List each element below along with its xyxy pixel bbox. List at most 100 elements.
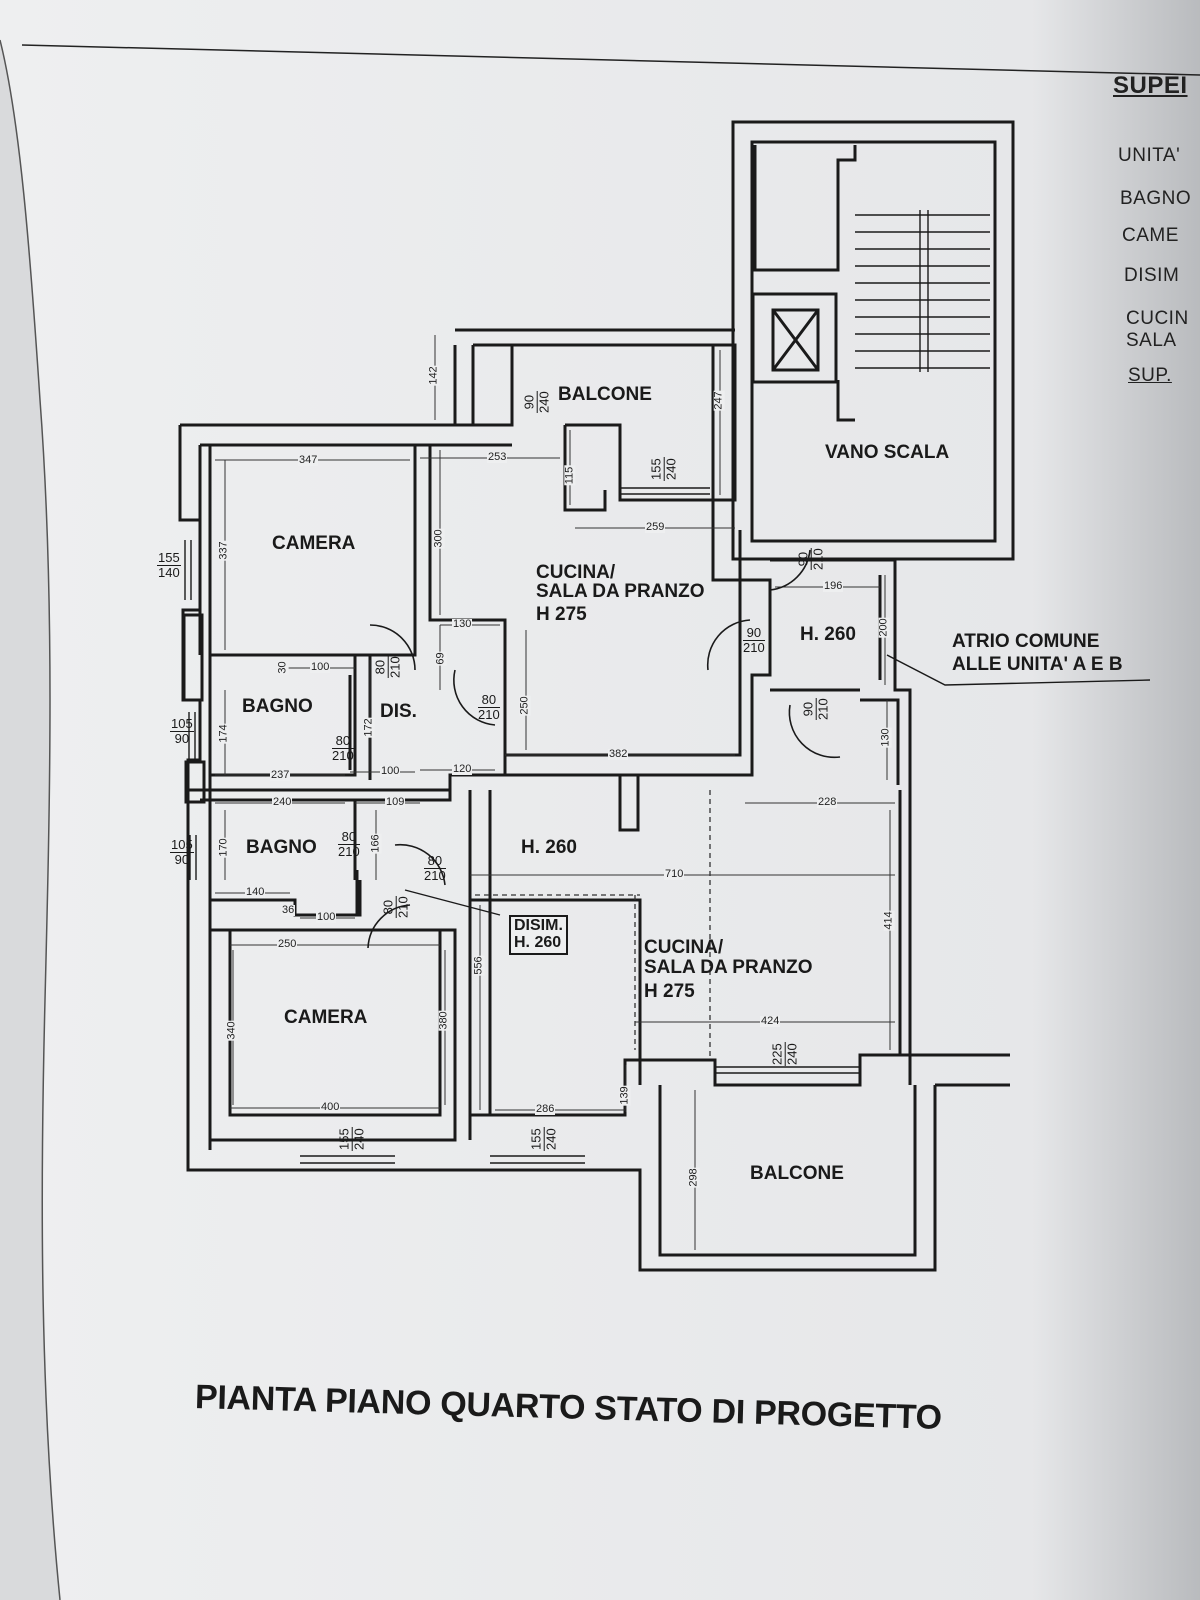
- opening-height: 210: [332, 747, 354, 763]
- atrio-wall: [770, 558, 912, 1085]
- dimension-label: 36: [281, 904, 296, 916]
- dimension-label: 120: [452, 763, 473, 775]
- opening-width: 155: [157, 550, 181, 566]
- opening-height: 140: [158, 564, 180, 580]
- side-table-row: SUP.: [1128, 365, 1172, 386]
- room-label: H. 260: [800, 624, 856, 645]
- room-label: DIS.: [380, 701, 417, 722]
- frame-top-line: [21, 44, 1200, 76]
- opening-height: 210: [387, 656, 403, 678]
- opening-width: 80: [478, 693, 500, 708]
- dimension-label: 250: [277, 938, 298, 950]
- dimension-label: 286: [535, 1103, 556, 1115]
- dimension-label: 380: [437, 1010, 450, 1031]
- opening-width: 80: [373, 656, 389, 678]
- room-label: CUCINA/: [644, 937, 724, 958]
- elevator-car: [771, 308, 820, 372]
- leader-line: [404, 889, 501, 916]
- side-table-row: BAGNO: [1120, 188, 1192, 209]
- dimension-label: 140: [245, 886, 266, 898]
- elevator-cross: [771, 309, 820, 371]
- opening-height: 240: [536, 391, 552, 413]
- opening-height: 210: [478, 706, 500, 722]
- paper-left-edge: [0, 39, 61, 1600]
- kitchen-a-balcony-wall: [565, 423, 713, 502]
- room-label: CAMERA: [284, 1007, 368, 1028]
- side-table-row: SALA: [1126, 330, 1177, 351]
- opening-height: 210: [395, 896, 411, 918]
- disim-name: DISIM.: [514, 917, 563, 934]
- room-label: H 275: [644, 981, 695, 1002]
- dimension-label: 109: [385, 796, 406, 808]
- disim-label: DISIM. H. 260: [509, 915, 568, 955]
- opening-width: 155: [336, 1127, 353, 1151]
- opening-height: 210: [424, 867, 446, 883]
- opening-width: 90: [522, 391, 538, 413]
- camera-a-wall: [210, 445, 417, 657]
- left-outer-wall: [178, 425, 937, 1272]
- dimension-label: 237: [270, 769, 291, 781]
- door-swing: [769, 549, 811, 591]
- side-table-heading: SUPEI: [1113, 72, 1188, 99]
- opening-width: 225: [769, 1042, 786, 1066]
- dimension-label: 100: [310, 661, 331, 673]
- atrio-label: ALLE UNITA' A E B: [952, 654, 1123, 675]
- dimension-label: 115: [563, 465, 576, 486]
- dimension-label: 166: [369, 833, 382, 854]
- kitchen-b-inner: [488, 790, 902, 1115]
- room-label: H 275: [536, 604, 587, 625]
- dimension-label: 130: [879, 727, 892, 748]
- dimension-label: 556: [472, 955, 485, 976]
- opening-height: 210: [810, 548, 826, 570]
- dimension-label: 170: [217, 837, 230, 858]
- side-table-row: CAME: [1122, 225, 1179, 246]
- opening-width: 80: [338, 830, 360, 845]
- dimension-label: 400: [320, 1101, 341, 1113]
- dimension-label: 300: [432, 528, 445, 549]
- dimension-label: 69: [434, 651, 447, 666]
- balcony-top-inner: [473, 343, 715, 500]
- disim-height: H. 260: [514, 933, 562, 951]
- opening-width: 155: [648, 457, 665, 481]
- dimension-label: 142: [427, 365, 440, 386]
- room-label: CAMERA: [272, 533, 356, 554]
- side-table-row: UNITA': [1118, 145, 1181, 166]
- dimension-label: 710: [664, 868, 685, 880]
- dimension-label: 414: [882, 910, 895, 931]
- dimension-label: 337: [217, 540, 230, 561]
- opening-width: 90: [743, 626, 765, 641]
- stair-wall: [836, 145, 857, 205]
- dimension-label: 424: [760, 1015, 781, 1027]
- opening-width: 90: [796, 548, 812, 570]
- dimension-label: 172: [362, 717, 375, 738]
- opening-height: 240: [543, 1128, 559, 1150]
- dimension-label: 228: [817, 796, 838, 808]
- door-swing: [788, 704, 841, 759]
- dimension-label: 130: [452, 618, 473, 630]
- opening-width: 105: [170, 837, 194, 853]
- room-label: H. 260: [521, 837, 577, 858]
- opening-height: 210: [815, 698, 831, 720]
- dimension-label: 30: [276, 660, 289, 675]
- column: [182, 613, 204, 702]
- dimension-label: 200: [877, 617, 890, 638]
- elevator-shaft: [751, 292, 838, 384]
- dimension-label: 139: [618, 1085, 631, 1106]
- opening-width: 80: [424, 854, 446, 869]
- column: [184, 760, 206, 804]
- opening-height: 240: [784, 1043, 800, 1065]
- opening-width: 90: [801, 698, 817, 720]
- dimension-label: 347: [298, 454, 319, 466]
- room-label: BAGNO: [246, 837, 317, 858]
- opening-height: 240: [663, 458, 679, 480]
